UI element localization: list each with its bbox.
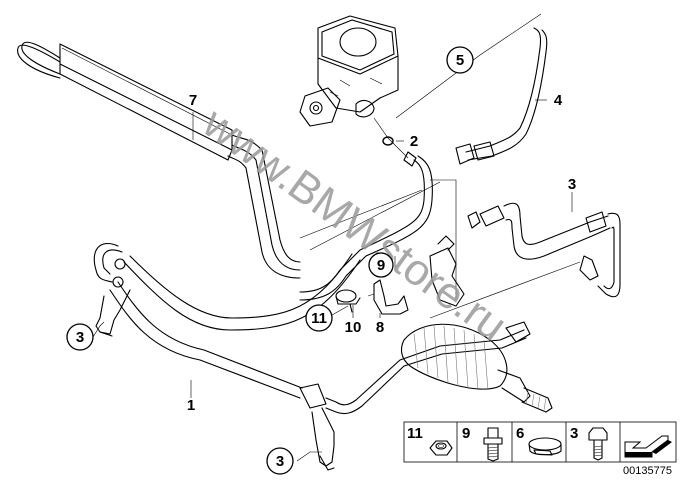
legend-item-3[interactable]: 3	[570, 425, 608, 461]
callout-3-left[interactable]: 3	[66, 323, 94, 351]
callout-4[interactable]: 3	[568, 176, 576, 193]
svg-text:3: 3	[570, 425, 578, 442]
legend-item-9[interactable]: 9	[462, 425, 503, 462]
callout-10[interactable]: 10	[345, 319, 362, 336]
bracket-3-bottom[interactable]	[311, 407, 335, 471]
pressure-line-pump[interactable]	[299, 117, 433, 301]
callout-3-bottom[interactable]: 3	[266, 447, 294, 475]
callout-9[interactable]: 9	[368, 252, 394, 278]
callout-2[interactable]: 2	[410, 133, 418, 150]
hex-bolt-icon	[588, 427, 608, 461]
leader-line-11	[331, 305, 349, 316]
clip-10[interactable]	[335, 289, 361, 313]
bracket-3-left[interactable]	[95, 289, 131, 337]
pressure-hose-4[interactable]	[429, 202, 621, 319]
callout-1[interactable]: 1	[187, 397, 195, 414]
leader-line-3-left	[92, 321, 105, 338]
svg-text:9: 9	[377, 257, 385, 274]
callout-6[interactable]: 5	[446, 46, 474, 74]
suction-hose-5[interactable]	[455, 27, 548, 165]
holder-8[interactable]	[367, 279, 409, 315]
legend-item-arrow[interactable]	[624, 435, 672, 458]
power-steering-pump[interactable]	[299, 15, 399, 127]
drawing-number: 00135775	[623, 465, 672, 477]
svg-text:11: 11	[311, 310, 327, 327]
svg-text:9: 9	[462, 425, 470, 442]
legend-item-11[interactable]: 11	[407, 425, 453, 456]
svg-text:5: 5	[456, 52, 464, 69]
callout-8[interactable]: 8	[376, 319, 384, 336]
leader-line-cooler	[299, 189, 423, 239]
oil-cooler-line-7[interactable]	[17, 41, 301, 279]
leader-line-cooler-2	[309, 181, 441, 251]
parts-legend: 11 9 6 3	[403, 421, 677, 463]
steering-rack[interactable]	[400, 235, 553, 413]
leader-line-6	[395, 13, 542, 119]
svg-text:3: 3	[76, 329, 84, 346]
leader-line-3-bottom	[296, 451, 322, 462]
callout-11[interactable]: 11	[305, 304, 333, 332]
hex-nut-icon	[429, 440, 453, 456]
legend-item-6[interactable]: 6	[516, 425, 562, 456]
watermark-text: www.BMWstore.ru	[193, 98, 515, 351]
hose-clamp-icon	[528, 437, 562, 456]
torx-bolt-icon	[483, 427, 503, 462]
callout-7[interactable]: 7	[189, 92, 197, 109]
svg-text:3: 3	[276, 453, 284, 470]
callout-5[interactable]: 4	[554, 92, 563, 109]
gasket-ring-2[interactable]	[382, 136, 394, 146]
svg-text:6: 6	[516, 425, 524, 442]
svg-text:11: 11	[407, 425, 423, 442]
hose-line-1[interactable]	[93, 243, 527, 415]
arrow-symbol-icon	[624, 435, 672, 458]
leader-line-pressure	[430, 179, 457, 300]
